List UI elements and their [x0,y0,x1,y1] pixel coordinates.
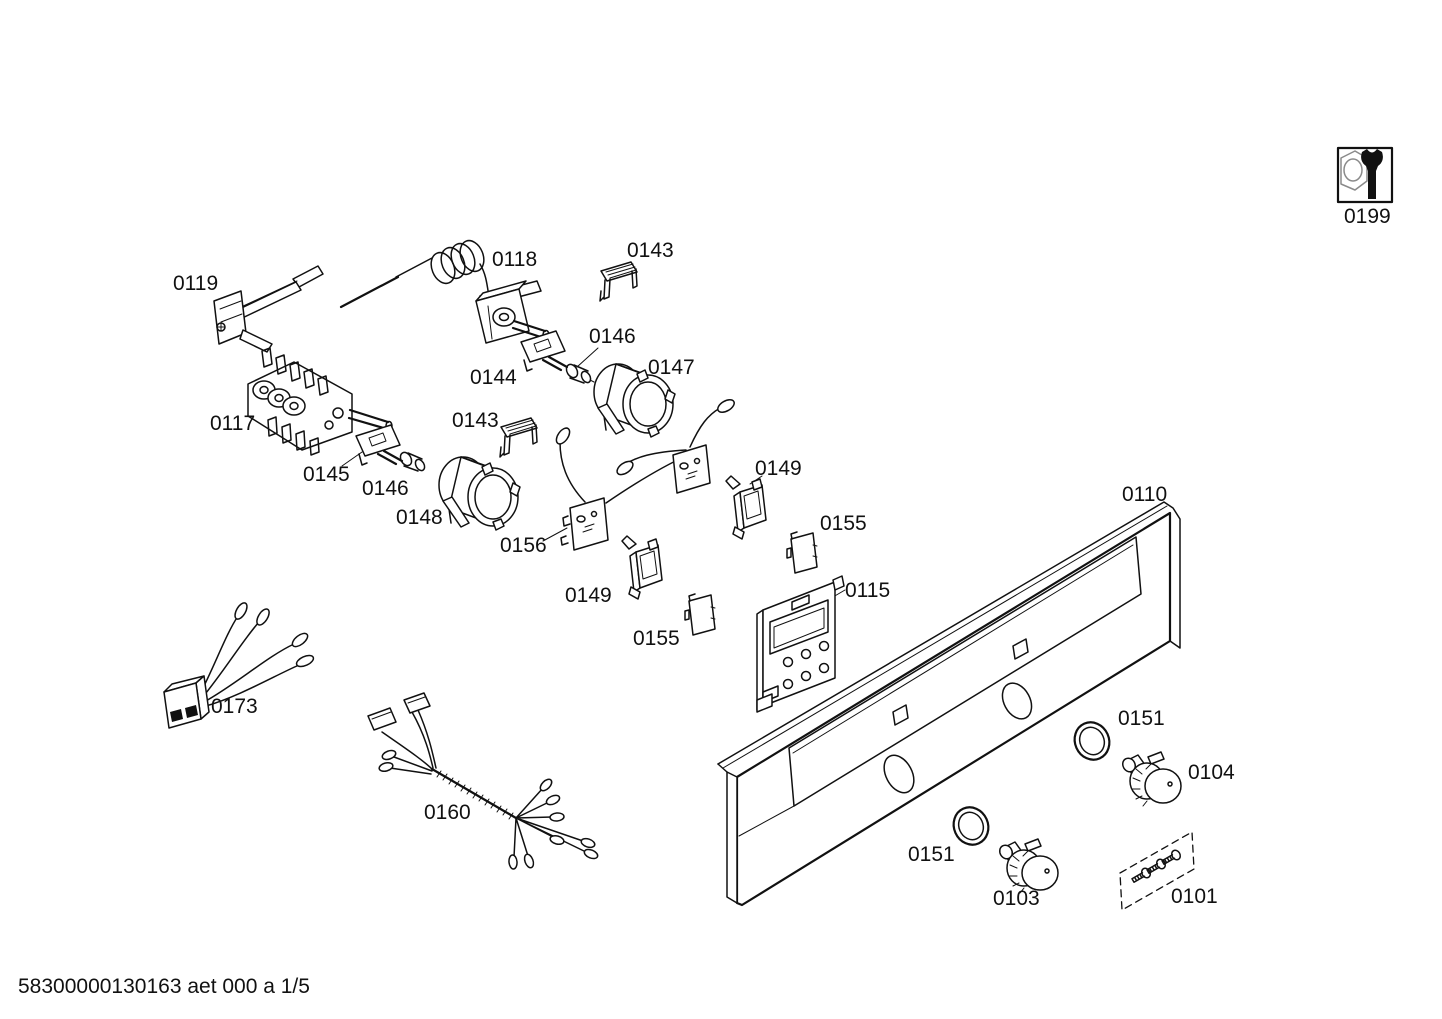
part-label-0115: 0115 [845,579,891,602]
part-label-0155-right: 0155 [820,512,867,535]
part-0103-knob [998,838,1059,894]
part-0160-cable-harness [367,692,599,870]
part-0155-clip-left [684,593,716,636]
part-label-0145: 0145 [303,463,350,486]
part-0115-display-module [756,575,846,713]
part-label-0149-left: 0149 [565,584,612,607]
part-0147-lamp-housing [593,363,676,438]
part-0101-screw-set [1119,831,1195,911]
part-0143-clip-mid [499,417,538,458]
part-0149-switch-left [621,535,663,600]
part-0155-clip-right [786,531,818,574]
part-label-0119: 0119 [173,272,219,295]
part-label-0149-right: 0149 [755,457,802,480]
part-label-0146-b: 0146 [362,477,409,500]
part-label-0143-mid: 0143 [452,409,499,432]
part-label-0118: 0118 [492,248,538,271]
part-label-0144: 0144 [470,366,517,389]
part-label-0117: 0117 [210,412,256,435]
part-0119-bracket [213,265,324,353]
part-0117-switch-block [247,347,393,456]
part-label-0151-top: 0151 [1118,707,1165,730]
part-0149-switch-right [725,475,767,540]
part-label-0146-a: 0146 [589,325,636,348]
wrench-service-icon [1336,146,1394,204]
part-label-0147: 0147 [648,356,695,379]
part-label-0101: 0101 [1171,885,1218,908]
document-code: 58300000130163 aet 000 a 1/5 [18,975,310,998]
part-0151-ring-top [1073,721,1111,761]
part-label-0143-top: 0143 [627,239,674,262]
part-label-0173: 0173 [211,695,258,718]
part-label-0103: 0103 [993,887,1040,910]
part-0148-lamp-housing [438,456,521,531]
part-0144-bracket [520,330,569,372]
part-label-0148: 0148 [396,506,443,529]
part-label-0151-bottom: 0151 [908,843,955,866]
part-0156-wired-switch-plates [542,399,735,551]
part-0118-thermostat [339,239,550,344]
part-label-0155-left: 0155 [633,627,680,650]
part-label-0156: 0156 [500,534,547,557]
part-label-0199: 0199 [1344,205,1391,228]
part-label-0110: 0110 [1122,483,1168,506]
part-label-0104: 0104 [1188,761,1235,784]
part-0104-knob [1121,751,1182,807]
part-0146-lamp-a [565,347,599,384]
part-0146-lamp-b [399,451,426,472]
part-0145-bracket [341,424,404,467]
part-0143-clip-top [599,261,638,302]
part-0173-wire-harness [163,602,315,729]
part-label-0160: 0160 [424,801,471,824]
part-0110-control-panel [717,501,1181,907]
part-0151-ring-bottom [952,806,990,846]
